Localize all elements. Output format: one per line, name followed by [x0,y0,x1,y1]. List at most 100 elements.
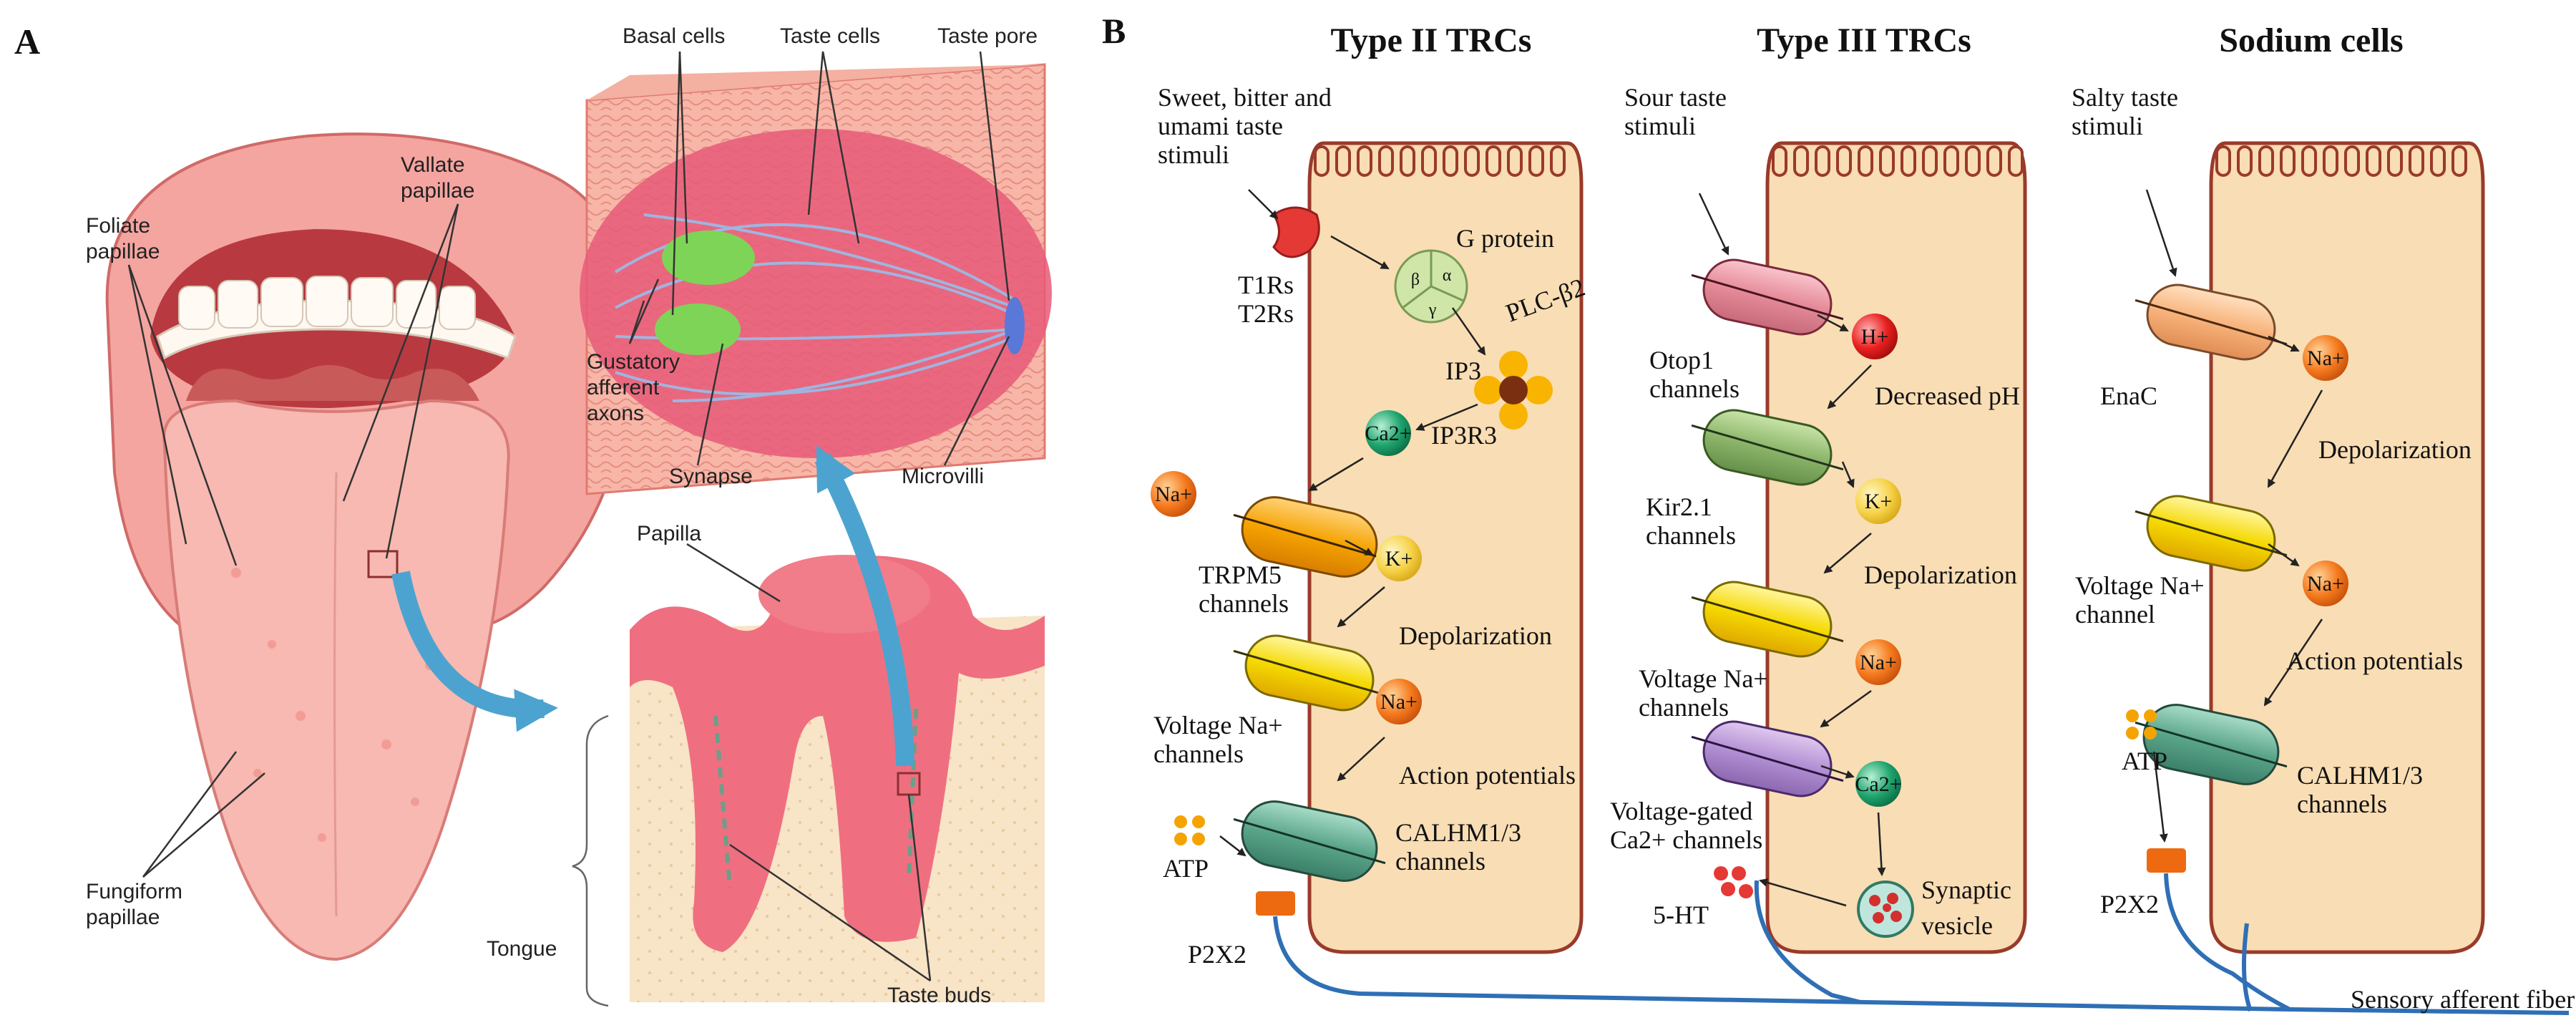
t3-h-ion: H+ [1861,325,1889,349]
papilla-block [572,555,1045,1007]
t3-k-ion: K+ [1865,490,1893,513]
taste-bud-block [580,63,1052,495]
enac-channel [2135,283,2288,361]
t3-vesicle-1: Synaptic [1921,876,2011,904]
label-gustatory-1: Gustatory [587,350,680,374]
t3-stimuli-1: Sour taste [1624,83,1727,112]
t2-stimuli-2: umami taste [1158,112,1283,140]
t2-atp: ATP [1163,854,1209,883]
sodium-p2x2-icon [2147,848,2186,873]
type3-labels: Sour taste stimuli Otop1 channels H+ Dec… [1610,83,2020,940]
type2-calhm-channel [1233,800,1386,882]
cell-type2 [1307,141,1584,954]
t2-receptors-1: T1Rs [1238,271,1294,299]
t2-receptors-2: T2Rs [1238,299,1294,328]
na-stimuli-1: Salty taste [2072,83,2178,112]
t3-voltage-1: Voltage Na+ [1639,664,1768,693]
na-calhm-2: channels [2297,790,2387,818]
t2-calhm-2: channels [1395,847,1485,876]
t2-voltage-2: channels [1153,739,1244,768]
t3-ca-ion: Ca2+ [1855,772,1901,796]
t2-p2x2: P2X2 [1188,940,1246,969]
5ht-dots [1714,866,1753,898]
t3-vgcc-1: Voltage-gated [1610,797,1752,825]
t3-ph: Decreased pH [1875,382,2020,410]
t3-vesicle-2: vesicle [1921,911,1993,940]
t3-otop-1: Otop1 [1649,346,1714,374]
type2-labels: Sweet, bitter and umami taste stimuli T1… [1153,83,1589,969]
label-fungiform-1: Fungiform [86,880,182,903]
title-type2: Type II TRCs [1331,21,1532,59]
na-calhm-1: CALHM1/3 [2297,761,2423,790]
na-voltage-2: channel [2075,600,2155,629]
sodium-labels: Salty taste stimuli EnaC Na+ Depolarizat… [2072,83,2472,918]
panel-a-leader-lines [127,51,1010,982]
t3-kir-2: channels [1646,521,1736,550]
label-fungiform-2: papillae [86,906,160,929]
t2-na-in-ion: Na+ [1380,690,1418,714]
t3-na-ion: Na+ [1860,651,1897,674]
t2-ip3: IP3 [1445,357,1481,385]
t2-ca-ion: Ca2+ [1365,422,1411,445]
t3-otop-2: channels [1649,374,1740,403]
synaptic-vesicle-icon [1857,881,1914,938]
na-p2x2: P2X2 [2100,890,2159,918]
kir21-channel [1691,409,1844,486]
t3-stimuli-2: stimuli [1624,112,1696,140]
panel-b-arrows [1219,189,2323,907]
t2-na-out-ion: Na+ [1155,482,1192,506]
zoom-arrow-tongue [391,571,558,732]
t3-5ht: 5-HT [1653,901,1709,929]
label-gustatory-2: afferent [587,376,660,399]
ip3-cluster-icon [1474,351,1553,430]
na-atp: ATP [2122,747,2167,775]
receptor-icon [1272,206,1320,258]
label-taste-pore: Taste pore [937,24,1038,48]
g-gamma: γ [1428,301,1437,319]
type3-voltage-na-channel [1691,581,1844,658]
na-na2-ion: Na+ [2307,572,2344,596]
afferent-fiber [1273,873,2570,1015]
na-voltage-1: Voltage Na+ [2075,571,2205,600]
na-enac: EnaC [2100,382,2157,410]
label-tongue: Tongue [487,937,557,961]
atp-dots [1174,709,2157,845]
title-sodium: Sodium cells [2219,21,2403,59]
t3-depolarization: Depolarization [1864,561,2017,589]
label-taste-cells: Taste cells [780,24,880,48]
g-beta: β [1411,271,1420,289]
label-vallate-1: Vallate [401,153,465,177]
cell-type3 [1765,141,2027,954]
t3-vgcc-2: Ca2+ channels [1610,825,1762,854]
label-foliate-2: papillae [86,240,160,263]
g-protein-icon: β α γ [1394,249,1468,324]
title-type3: Type III TRCs [1757,21,1971,59]
type2-voltage-na-channel [1233,634,1386,712]
t3-voltage-2: channels [1639,693,1729,722]
t2-voltage-1: Voltage Na+ [1153,711,1283,739]
t2-k-ion: K+ [1385,547,1413,571]
t2-stimuli-1: Sweet, bitter and [1158,83,1332,112]
otop1-channel [1691,258,1844,336]
label-taste-buds: Taste buds [887,984,991,1007]
t2-depolarization: Depolarization [1399,621,1552,650]
t3-kir-1: Kir2.1 [1646,493,1712,521]
fiber-label: Sensory afferent fiber [2351,985,2575,1014]
panel-a-labels: Basal cells Taste cells Taste pore Valla… [86,24,1038,1007]
label-foliate-1: Foliate [86,214,150,238]
zoom-arrow-papilla [814,445,914,767]
label-microvilli: Microvilli [902,465,984,488]
label-vallate-2: papillae [401,179,474,203]
na-action: Action potentials [2286,646,2463,675]
panel-a-label: A [14,21,40,62]
t2-stimuli-3: stimuli [1158,140,1229,169]
na-na1-ion: Na+ [2307,346,2344,370]
mouth-illustration [105,132,633,961]
g-alpha: α [1443,266,1452,285]
t2-action: Action potentials [1399,761,1576,790]
t2-trpm5-1: TRPM5 [1199,561,1282,589]
panel-b-label: B [1102,11,1126,51]
label-papilla: Papilla [637,522,701,545]
ions [1151,314,2348,807]
